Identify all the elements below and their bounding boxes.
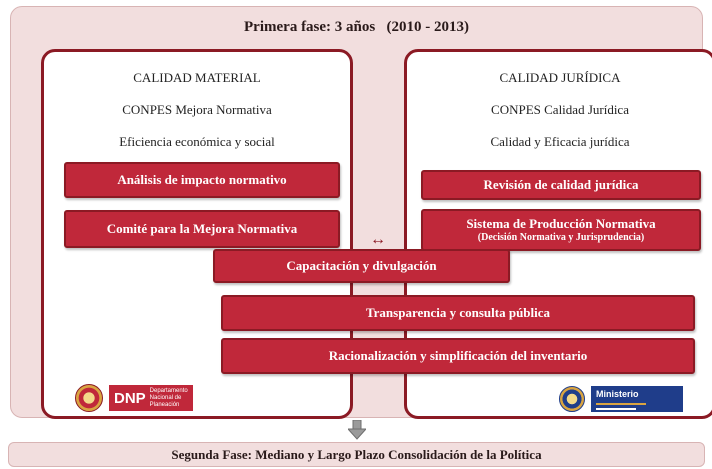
- ministry-wordmark: Ministerio: [591, 386, 683, 412]
- right-box-2-label: Sistema de Producción Normativa: [466, 215, 656, 231]
- wordmark-gold-bar: [596, 403, 646, 405]
- right-column-line1: CONPES Calidad Jurídica: [491, 102, 629, 117]
- wordmark-white-bar: [596, 408, 636, 410]
- right-column-heading: CALIDAD JURÍDICA: [499, 70, 621, 85]
- dnp-logo-tag: Departamento Nacional de Planeación: [149, 387, 188, 408]
- colombia-seal-blue-icon: [559, 386, 585, 412]
- left-column-line1: CONPES Mejora Normativa: [122, 102, 272, 117]
- shared-box-1-label: Capacitación y divulgación: [286, 257, 437, 273]
- right-box-1-label: Revisión de calidad jurídica: [483, 176, 639, 192]
- right-box-2-sublabel: (Decisión Normativa y Jurisprudencia): [477, 231, 645, 243]
- second-phase-label: Segunda Fase: Mediano y Largo Plazo Cons…: [171, 446, 542, 462]
- right-column-line2: Calidad y Eficacia jurídica: [490, 134, 630, 149]
- right-box-1: Revisión de calidad jurídica: [421, 170, 701, 200]
- left-column-line2: Eficiencia económica y social: [119, 134, 275, 149]
- shared-box-2-label: Transparencia y consulta pública: [365, 304, 551, 320]
- shared-box-3: Racionalización y simplificación del inv…: [221, 338, 695, 374]
- right-box-2: Sistema de Producción Normativa (Decisió…: [421, 209, 701, 251]
- down-arrow-icon: [348, 420, 366, 440]
- left-box-2: Comité para la Mejora Normativa: [64, 210, 340, 248]
- shared-box-2: Transparencia y consulta pública: [221, 295, 695, 331]
- second-phase-bar: Segunda Fase: Mediano y Largo Plazo Cons…: [8, 442, 705, 467]
- shared-box-1: Capacitación y divulgación: [213, 249, 510, 283]
- shared-box-3-label: Racionalización y simplificación del inv…: [328, 347, 588, 363]
- dnp-wordmark: DNP Departamento Nacional de Planeación: [109, 385, 193, 411]
- ministry-logo-name: Ministerio: [596, 389, 639, 399]
- left-box-1-label: Análisis de impacto normativo: [117, 171, 287, 187]
- ministry-logo: Ministerio: [559, 385, 699, 413]
- left-box-2-label: Comité para la Mejora Normativa: [106, 220, 298, 236]
- left-column-heading: CALIDAD MATERIAL: [133, 70, 261, 85]
- calidad-material-column: CALIDAD MATERIAL CONPES Mejora Normativa…: [41, 49, 353, 419]
- phase-one-panel: Primera fase: 3 años (2010 - 2013) CALID…: [10, 6, 712, 419]
- dnp-logo: DNP Departamento Nacional de Planeación: [75, 383, 197, 413]
- bidirectional-arrow-icon: ↔: [370, 231, 386, 248]
- dnp-logo-name: DNP: [114, 389, 146, 407]
- phase-title: Primera fase: 3 años (2010 - 2013): [244, 19, 469, 35]
- left-box-1: Análisis de impacto normativo: [64, 162, 340, 198]
- colombia-seal-icon: [75, 384, 103, 412]
